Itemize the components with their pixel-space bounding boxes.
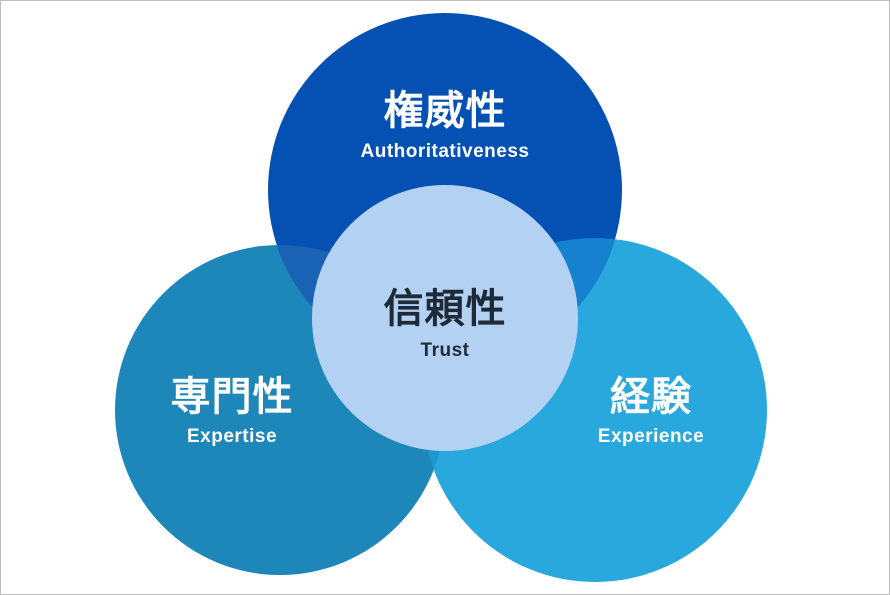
circle-trust bbox=[312, 185, 578, 451]
label-authoritativeness-en: Authoritativeness bbox=[361, 141, 530, 162]
label-trust-jp: 信頼性 bbox=[384, 286, 507, 332]
label-expertise-jp: 専門性 bbox=[171, 374, 294, 420]
label-expertise-en: Expertise bbox=[187, 426, 277, 447]
label-experience-en: Experience bbox=[598, 426, 704, 447]
label-trust-en: Trust bbox=[421, 340, 470, 361]
label-authoritativeness-jp: 権威性 bbox=[384, 88, 507, 134]
label-experience-jp: 経験 bbox=[610, 374, 692, 420]
